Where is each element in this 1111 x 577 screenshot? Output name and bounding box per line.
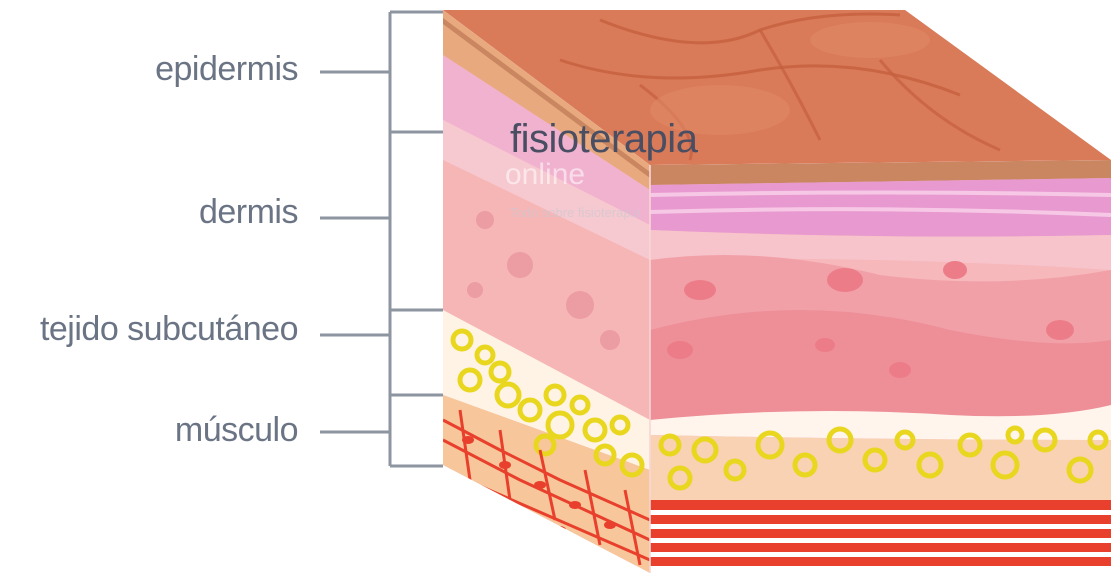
skin-front-face (650, 150, 1111, 577)
watermark-tagline: Todo sobre fisioterapia (510, 205, 641, 220)
label-subcutaneous: tejido subcutáneo (40, 310, 298, 349)
label-epidermis: epidermis (155, 50, 298, 89)
watermark-brand: fisioterapia (510, 117, 697, 162)
bracket-lines (320, 12, 443, 466)
label-muscle: músculo (175, 411, 298, 450)
label-dermis: dermis (199, 193, 298, 232)
watermark-word: online (505, 158, 585, 192)
